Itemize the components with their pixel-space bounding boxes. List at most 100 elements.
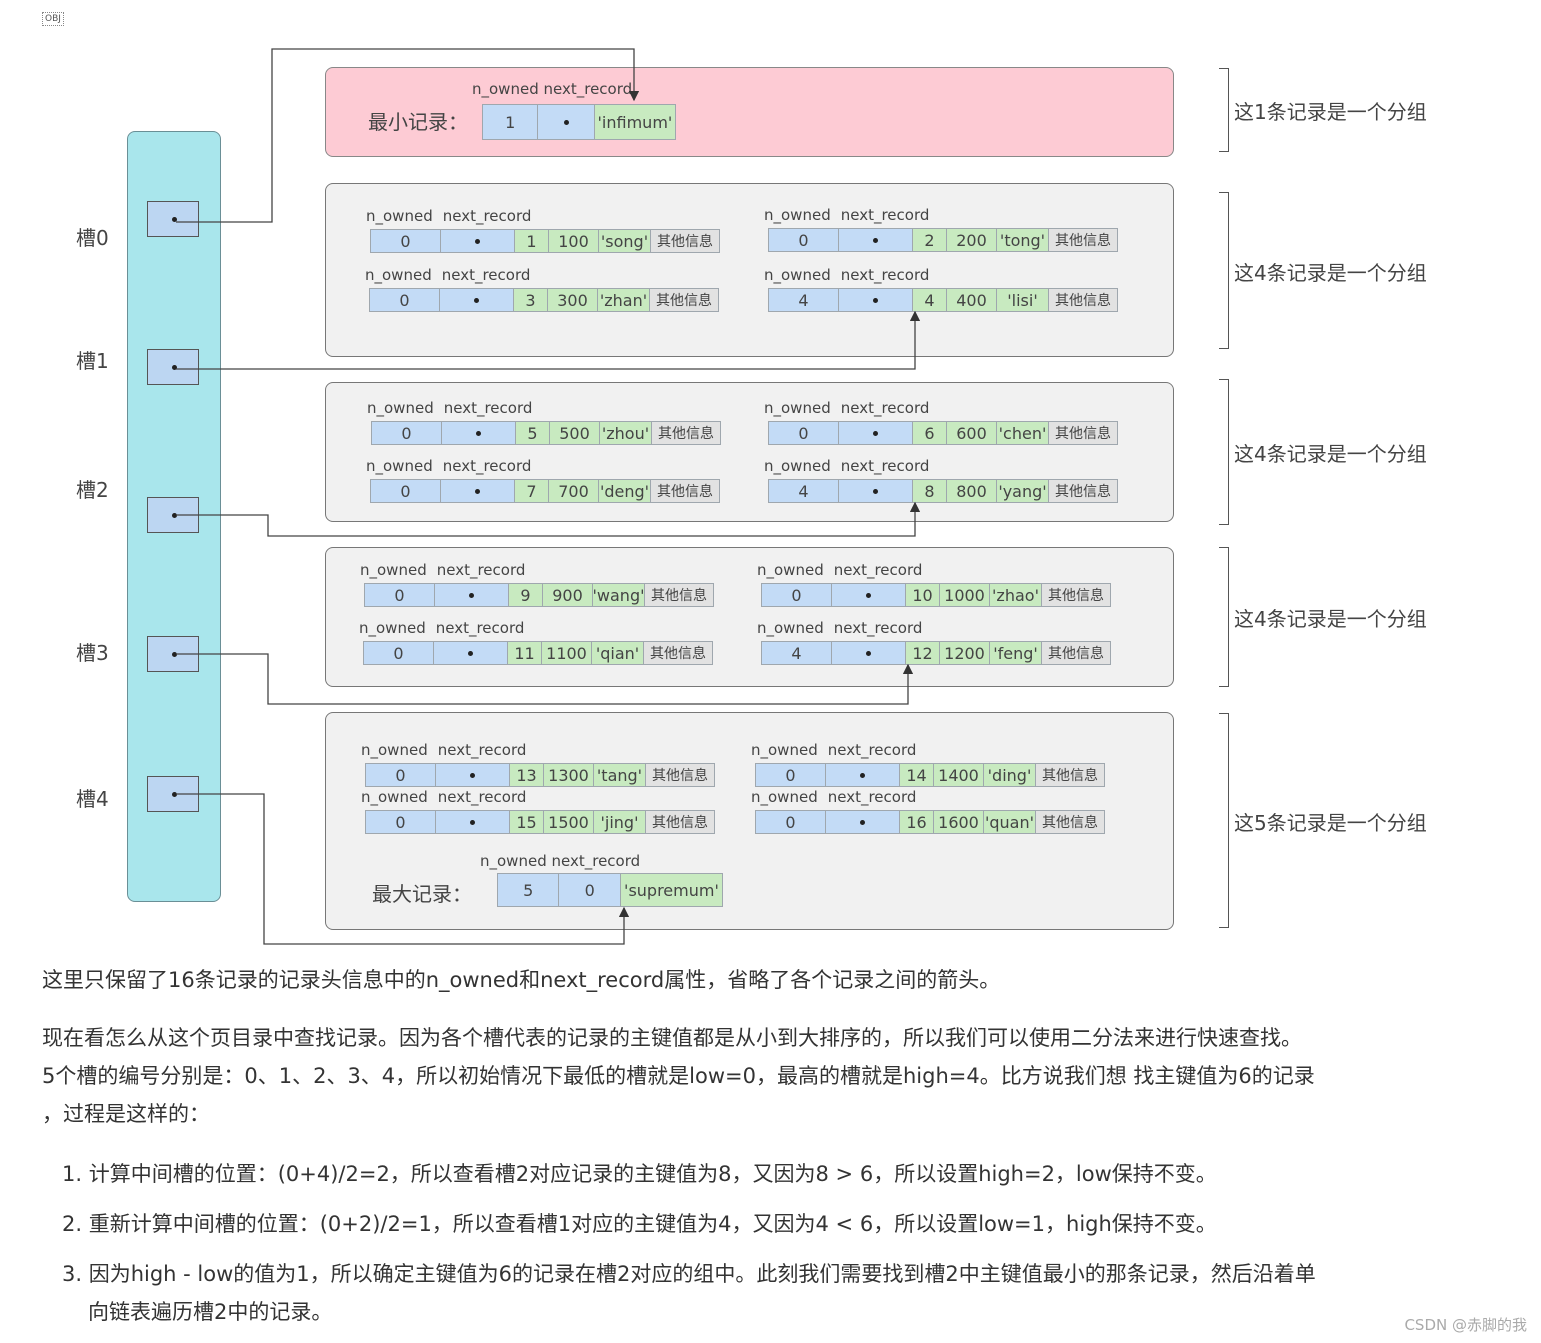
slot-1-pointer-box [147, 349, 199, 385]
pointer-dot [172, 792, 177, 797]
other-info-cell: 其他信息 [651, 480, 719, 502]
n-owned-cell: 0 [756, 811, 826, 833]
max-record-n-owned: 5 [498, 874, 560, 906]
slot-2-label: 槽2 [76, 478, 109, 502]
n-owned-cell: 0 [371, 230, 441, 252]
n-owned-cell: 0 [365, 584, 435, 606]
group-4-label: 这5条记录是一个分组 [1234, 810, 1427, 835]
value-cell: 300 [548, 289, 598, 311]
next-record-heading: next_record [840, 457, 930, 475]
key-cell: 1 [515, 230, 549, 252]
next-record-heading: next_record [441, 266, 531, 284]
slot-0-label: 槽0 [76, 226, 109, 250]
key-cell: 15 [510, 811, 544, 833]
other-info-cell: 其他信息 [1042, 584, 1110, 606]
value-cell: 1500 [544, 811, 594, 833]
next-record-heading: next_record [833, 619, 923, 637]
min-record-name: 'infimum' [594, 105, 675, 139]
name-cell: 'chen' [997, 422, 1049, 444]
paragraph-intro: 这里只保留了16条记录的记录头信息中的n_owned和next_record属性… [42, 968, 1001, 992]
n-owned-heading: n_owned [367, 399, 434, 417]
group-brace [1219, 68, 1229, 152]
key-cell: 16 [900, 811, 934, 833]
max-record: 5 0 'supremum' [497, 873, 723, 907]
next-record-cell [839, 289, 913, 311]
n-owned-heading: n_owned [757, 561, 824, 579]
key-cell: 14 [900, 764, 934, 786]
slot-1-label: 槽1 [76, 349, 109, 373]
min-record-n-owned: 1 [483, 105, 539, 139]
name-cell: 'qian' [592, 642, 644, 664]
group-brace [1219, 713, 1229, 928]
n-owned-heading: n_owned [360, 561, 427, 579]
n-owned-heading: n_owned [361, 788, 428, 806]
next-record-cell [436, 764, 510, 786]
next-record-cell [839, 229, 913, 251]
n-owned-heading: n_owned [361, 741, 428, 759]
next-record-cell [435, 584, 509, 606]
value-cell: 700 [549, 480, 599, 502]
other-info-cell: 其他信息 [650, 289, 718, 311]
group-brace [1219, 547, 1229, 687]
other-info-cell: 其他信息 [1042, 642, 1110, 664]
slot2-pointer [176, 501, 921, 537]
other-info-cell: 其他信息 [644, 642, 712, 664]
other-info-cell: 其他信息 [646, 811, 714, 833]
min-record-next [538, 105, 595, 139]
name-cell: 'jing' [594, 811, 646, 833]
other-info-cell: 其他信息 [1036, 811, 1104, 833]
next-record-cell [436, 811, 510, 833]
next-record-heading: next_record [437, 788, 527, 806]
other-info-cell: 其他信息 [652, 422, 720, 444]
other-info-cell: 其他信息 [1049, 289, 1117, 311]
key-cell: 11 [508, 642, 542, 664]
key-cell: 2 [913, 229, 947, 251]
slot4-pointer [176, 793, 630, 945]
value-cell: 1300 [544, 764, 594, 786]
value-cell: 1200 [940, 642, 990, 664]
n-owned-cell: 4 [769, 480, 839, 502]
key-cell: 5 [516, 422, 550, 444]
n-owned-cell: 4 [769, 289, 839, 311]
step-1: 1. 计算中间槽的位置：(0+4)/2=2，所以查看槽2对应记录的主键值为8，又… [62, 1162, 1217, 1186]
n-owned-heading: n_owned [764, 457, 831, 475]
next-record-heading: next_record [840, 399, 930, 417]
n-owned-cell: 0 [364, 642, 434, 664]
name-cell: 'zhou' [600, 422, 652, 444]
step-3: 3. 因为high - low的值为1，所以确定主键值为6的记录在槽2对应的组中… [62, 1262, 1316, 1286]
max-record-name: 'supremum' [620, 874, 722, 906]
other-info-cell: 其他信息 [1049, 229, 1117, 251]
n-owned-cell: 4 [762, 642, 832, 664]
n-owned-heading: n_owned [764, 206, 831, 224]
group-brace [1219, 192, 1229, 349]
value-cell: 400 [947, 289, 997, 311]
slot1-pointer [176, 310, 921, 370]
next-record-cell [839, 422, 913, 444]
slot-0-pointer-box [147, 201, 199, 237]
pointer-dot [172, 652, 177, 657]
group-0-label: 这1条记录是一个分组 [1234, 100, 1427, 124]
watermark: CSDN @赤脚的我 [1404, 1316, 1527, 1334]
next-record-cell [434, 642, 508, 664]
next-record-cell [440, 289, 514, 311]
next-record-heading: next_record [436, 561, 526, 579]
n-owned-cell: 0 [371, 480, 441, 502]
other-info-cell: 其他信息 [651, 230, 719, 252]
n-owned-heading: n_owned [751, 741, 818, 759]
name-cell: 'zhao' [990, 584, 1042, 606]
next-record-heading: next_record [840, 266, 930, 284]
min-record-group [325, 67, 1174, 157]
next-record-cell [826, 764, 900, 786]
other-info-cell: 其他信息 [646, 764, 714, 786]
key-cell: 13 [510, 764, 544, 786]
max-record-next: 0 [559, 874, 621, 906]
other-info-cell: 其他信息 [645, 584, 713, 606]
